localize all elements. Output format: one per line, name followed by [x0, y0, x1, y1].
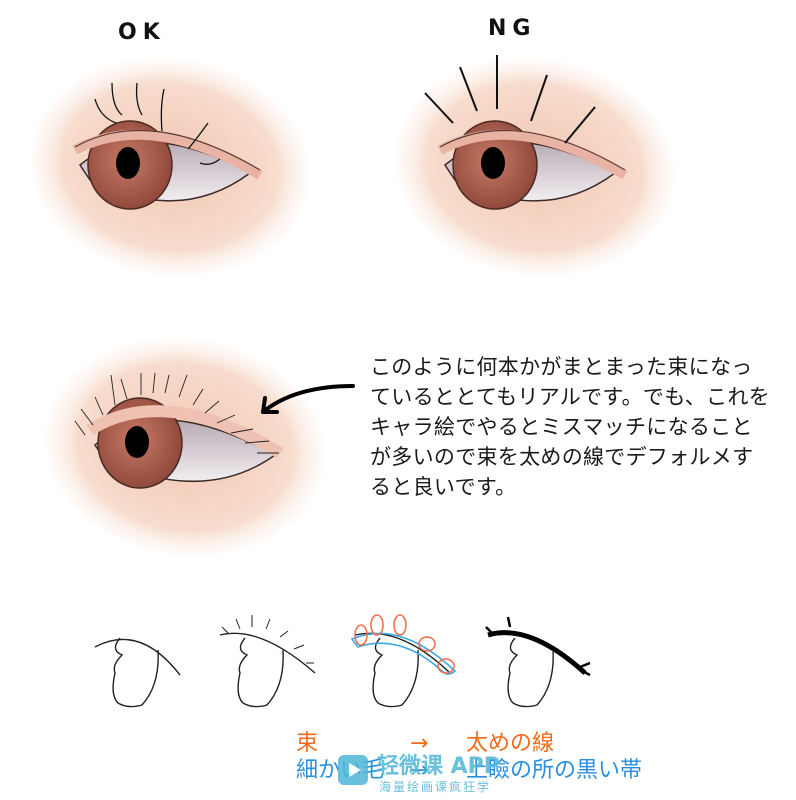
lineart-steps [94, 614, 591, 708]
explanation-line: ると良いです。 [370, 475, 517, 499]
caption-eyelid-band: 上瞼の所の黒い帯 [466, 758, 643, 783]
ok-label: OK [118, 20, 166, 45]
play-logo-icon [338, 755, 368, 785]
arrow-icon [261, 384, 355, 414]
explanation-line: このように何本かがまとまった束になっ [370, 355, 753, 379]
watermark-title: 轻微课 APP [377, 754, 500, 779]
caption-thick-line: 太めの線 [466, 731, 555, 756]
caption-arrow-2: → [410, 758, 429, 783]
watermark: 轻微课 APP 海量绘画课疯狂学 [335, 750, 500, 798]
caption-bundle: 束 [296, 731, 319, 756]
watermark-subtitle: 海量绘画课疯狂学 [379, 780, 492, 794]
explanation-line: キャラ絵でやるとミスマッチになること [370, 415, 753, 439]
caption-arrow-1: → [410, 731, 429, 756]
ng-eye-illustration [395, 55, 675, 276]
ok-eye-illustration [30, 58, 310, 276]
explanation-text: このように何本かがまとまった束になっ ているととてもリアルです。でも、これを キ… [370, 352, 790, 502]
explanation-line: が多いので束を太めの線でデフォルメす [370, 445, 754, 469]
realistic-eye-illustration [45, 338, 325, 556]
explanation-line: ているととてもリアルです。でも、これを [370, 385, 771, 409]
ng-label: NG [488, 16, 537, 41]
